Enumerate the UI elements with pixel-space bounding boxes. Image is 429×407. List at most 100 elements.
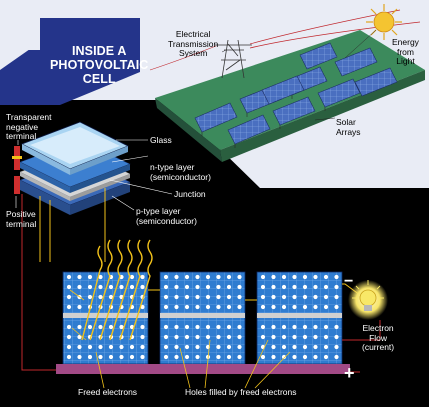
carrier-dot — [129, 284, 135, 290]
carrier-dot — [237, 334, 242, 340]
semiconductor-block-3 — [250, 271, 350, 374]
carrier-dot — [98, 294, 103, 300]
label-holes-filled: Holes filled by freed electrons — [185, 387, 297, 397]
carrier-dot — [205, 284, 211, 290]
carrier-dot — [292, 284, 297, 290]
label-electron-flow: Electron Flow (current) — [362, 323, 395, 352]
carrier-dot — [216, 324, 221, 330]
carrier-dot — [334, 344, 339, 350]
label-transparent-negative-terminal: Transparent negative terminal — [6, 112, 52, 141]
carrier-dot — [140, 324, 145, 330]
carrier-dot — [271, 354, 276, 360]
carrier-dot — [216, 304, 221, 310]
carrier-dot — [98, 354, 103, 360]
label-energy-from-light: Energy from Light — [392, 37, 419, 66]
carrier-dot — [77, 274, 82, 280]
diagram-title: INSIDE A PHOTOVOLTAIC CELL — [50, 44, 149, 86]
cell-layer-stack — [12, 121, 131, 215]
carrier-dot — [184, 324, 190, 330]
carrier-dot — [216, 344, 221, 350]
carrier-dot — [260, 334, 266, 340]
carrier-dot — [66, 334, 72, 340]
carrier-dot — [87, 284, 93, 290]
label-junction: Junction — [174, 189, 206, 199]
carrier-dot — [313, 294, 318, 300]
title-panel — [0, 18, 140, 105]
carrier-dot — [237, 354, 242, 360]
carrier-dot — [195, 354, 200, 360]
carrier-dot — [119, 324, 124, 330]
carrier-dot — [184, 344, 190, 350]
carrier-dot — [108, 324, 114, 330]
carrier-dot — [77, 324, 82, 330]
carrier-dot — [281, 344, 287, 350]
carrier-dot — [216, 294, 221, 300]
carrier-dot — [163, 354, 169, 360]
carrier-dot — [195, 304, 200, 310]
carrier-dot — [281, 324, 287, 330]
carrier-dot — [98, 344, 103, 350]
carrier-dot — [334, 304, 339, 310]
carrier-dot — [237, 274, 242, 280]
carrier-dot — [226, 304, 232, 310]
carrier-dot — [140, 334, 145, 340]
carrier-dot — [87, 294, 93, 300]
carrier-dot — [129, 274, 135, 280]
carrier-dot — [323, 294, 329, 300]
label-electrical-transmission: Electrical Transmission System — [168, 29, 219, 58]
carrier-dot — [216, 334, 221, 340]
carrier-dot — [184, 304, 190, 310]
carrier-dot — [66, 304, 72, 310]
carrier-dot — [98, 284, 103, 290]
label-solar-arrays: Solar Arrays — [336, 117, 361, 137]
carrier-dot — [216, 274, 221, 280]
carrier-dot — [87, 354, 93, 360]
carrier-dot — [174, 284, 179, 290]
carrier-dot — [226, 284, 232, 290]
carrier-dot — [119, 284, 124, 290]
carrier-dot — [302, 324, 308, 330]
carrier-dot — [237, 284, 242, 290]
carrier-dot — [334, 354, 339, 360]
carrier-dot — [271, 294, 276, 300]
sun-icon — [366, 4, 402, 40]
carrier-dot — [205, 324, 211, 330]
carrier-dot — [323, 344, 329, 350]
carrier-dot — [108, 354, 114, 360]
minus-sign: − — [344, 273, 354, 290]
carrier-dot — [174, 344, 179, 350]
carrier-dot — [281, 334, 287, 340]
carrier-dot — [205, 334, 211, 340]
carrier-dot — [281, 274, 287, 280]
carrier-dot — [226, 344, 232, 350]
carrier-dot — [302, 344, 308, 350]
carrier-dot — [323, 334, 329, 340]
carrier-dot — [323, 284, 329, 290]
carrier-dot — [140, 304, 145, 310]
carrier-dot — [313, 274, 318, 280]
carrier-dot — [195, 294, 200, 300]
light-rays — [81, 239, 153, 341]
carrier-dot — [281, 304, 287, 310]
solar-field — [155, 30, 425, 162]
carrier-dot — [271, 274, 276, 280]
carrier-dot — [226, 354, 232, 360]
light-bulb-icon — [348, 280, 388, 320]
carrier-dot — [313, 324, 318, 330]
carrier-dot — [195, 284, 200, 290]
label-p-type-layer: p-type layer (semiconductor) — [136, 206, 197, 226]
carrier-dot — [237, 324, 242, 330]
carrier-dot — [66, 354, 72, 360]
carrier-dot — [174, 354, 179, 360]
carrier-dot — [302, 334, 308, 340]
label-n-type-layer: n-type layer (semiconductor) — [150, 162, 211, 182]
carrier-dot — [77, 334, 82, 340]
carrier-dot — [163, 344, 169, 350]
label-freed-electrons: Freed electrons — [78, 387, 138, 397]
carrier-dot — [205, 304, 211, 310]
carrier-dot — [226, 294, 232, 300]
carrier-dot — [77, 284, 82, 290]
carrier-dot — [119, 344, 124, 350]
carrier-dot — [313, 284, 318, 290]
